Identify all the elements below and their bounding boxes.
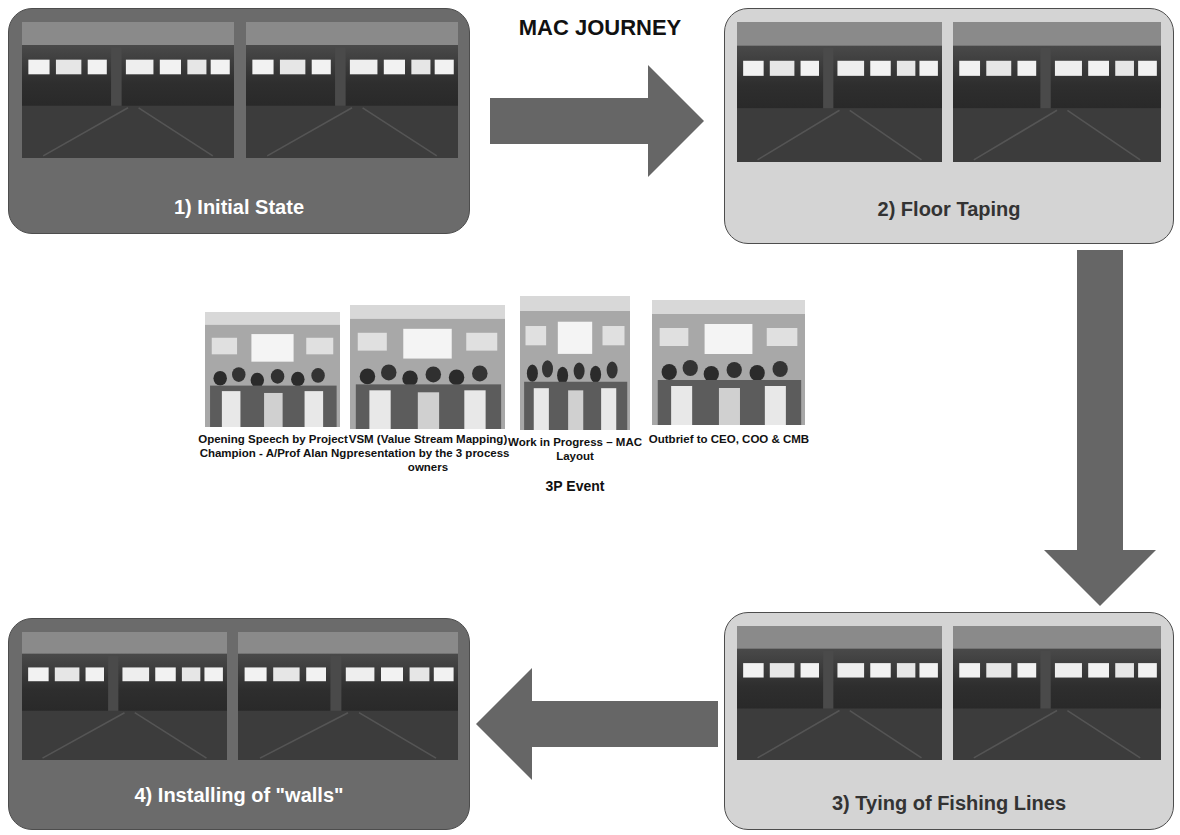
photo: [737, 22, 942, 162]
stage-label: 1) Initial State: [174, 195, 304, 219]
stage-box: 2) Floor Taping: [724, 8, 1174, 244]
event-label: 3P Event: [500, 478, 650, 495]
photo: [953, 22, 1161, 162]
stage-box: 4) Installing of "walls": [8, 618, 470, 830]
photo: [22, 22, 234, 158]
photo-caption: Outbrief to CEO, COO & CMB: [646, 433, 812, 447]
photo-caption: Work in Progress – MAC Layout: [506, 436, 644, 464]
block-arrow: [532, 701, 718, 747]
stage-label: 3) Tying of Fishing Lines: [832, 791, 1066, 815]
block-arrow: [1077, 250, 1123, 550]
photo: [205, 312, 340, 427]
photo: [652, 300, 805, 425]
block-arrow: [490, 98, 648, 144]
photo: [520, 296, 630, 430]
photo: [238, 632, 458, 760]
stage-label: 4) Installing of "walls": [135, 783, 344, 807]
photo-caption: VSM (Value Stream Mapping) presentation …: [338, 433, 518, 474]
photo: [350, 305, 505, 429]
stage-label: 2) Floor Taping: [878, 197, 1021, 221]
stage-box: 1) Initial State: [8, 8, 470, 234]
stage-box: 3) Tying of Fishing Lines: [724, 612, 1174, 830]
photo: [953, 626, 1161, 760]
photo: [22, 632, 227, 760]
diagram-title: MAC JOURNEY: [480, 14, 720, 42]
photo: [246, 22, 458, 158]
photo: [737, 626, 942, 760]
photo-caption: Opening Speech by Project Champion - A/P…: [192, 433, 354, 461]
